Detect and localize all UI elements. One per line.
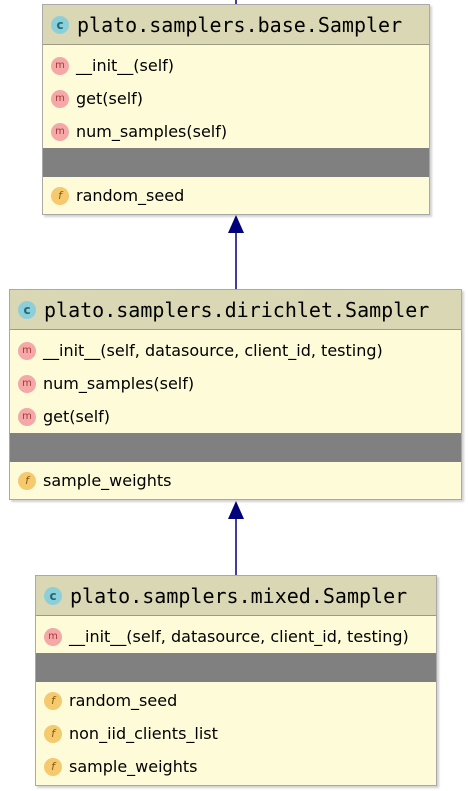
field-row[interactable]: f sample_weights <box>10 464 461 497</box>
field-label: random_seed <box>76 186 185 205</box>
field-icon: f <box>44 757 62 776</box>
method-row[interactable]: m __init__(self) <box>43 49 429 82</box>
field-label: sample_weights <box>43 471 172 490</box>
method-row[interactable]: m num_samples(self) <box>43 115 429 148</box>
class-dirichlet-sampler[interactable]: c plato.samplers.dirichlet.Sampler m __i… <box>9 289 462 500</box>
section-separator <box>43 148 429 177</box>
section-separator <box>36 653 436 682</box>
class-mixed-sampler[interactable]: c plato.samplers.mixed.Sampler m __init_… <box>35 575 437 786</box>
method-row[interactable]: m __init__(self, datasource, client_id, … <box>36 620 436 653</box>
class-base-sampler[interactable]: c plato.samplers.base.Sampler m __init__… <box>42 4 430 215</box>
method-icon: m <box>18 374 36 393</box>
class-title: plato.samplers.dirichlet.Sampler <box>44 297 430 322</box>
method-label: __init__(self, datasource, client_id, te… <box>43 341 383 360</box>
class-header: c plato.samplers.dirichlet.Sampler <box>10 290 461 330</box>
method-row[interactable]: m get(self) <box>43 82 429 115</box>
field-row[interactable]: f random_seed <box>43 179 429 212</box>
method-icon: m <box>44 627 62 646</box>
method-icon: m <box>18 407 36 426</box>
method-label: num_samples(self) <box>43 374 195 393</box>
class-header: c plato.samplers.mixed.Sampler <box>36 576 436 616</box>
method-row[interactable]: m get(self) <box>10 400 461 433</box>
method-label: num_samples(self) <box>76 122 228 141</box>
class-icon: c <box>44 586 62 605</box>
arrowhead-dirichlet <box>228 501 244 519</box>
field-row[interactable]: f sample_weights <box>36 750 436 783</box>
arrowhead-base <box>228 215 244 233</box>
method-label: __init__(self, datasource, client_id, te… <box>69 627 409 646</box>
field-icon: f <box>44 724 62 743</box>
method-icon: m <box>18 341 36 360</box>
method-label: __init__(self) <box>76 56 175 75</box>
field-icon: f <box>18 471 36 490</box>
class-title: plato.samplers.base.Sampler <box>77 12 403 37</box>
method-label: get(self) <box>76 89 144 108</box>
field-row[interactable]: f non_iid_clients_list <box>36 717 436 750</box>
class-header: c plato.samplers.base.Sampler <box>43 5 429 45</box>
field-icon: f <box>44 691 62 710</box>
method-icon: m <box>51 56 69 75</box>
field-label: non_iid_clients_list <box>69 724 218 743</box>
method-label: get(self) <box>43 407 111 426</box>
method-icon: m <box>51 122 69 141</box>
class-title: plato.samplers.mixed.Sampler <box>70 583 408 608</box>
field-row[interactable]: f random_seed <box>36 684 436 717</box>
field-icon: f <box>51 186 69 205</box>
method-row[interactable]: m num_samples(self) <box>10 367 461 400</box>
field-label: random_seed <box>69 691 178 710</box>
class-icon: c <box>18 300 36 319</box>
method-icon: m <box>51 89 69 108</box>
method-row[interactable]: m __init__(self, datasource, client_id, … <box>10 334 461 367</box>
section-separator <box>10 433 461 462</box>
field-label: sample_weights <box>69 757 198 776</box>
class-icon: c <box>51 15 69 34</box>
